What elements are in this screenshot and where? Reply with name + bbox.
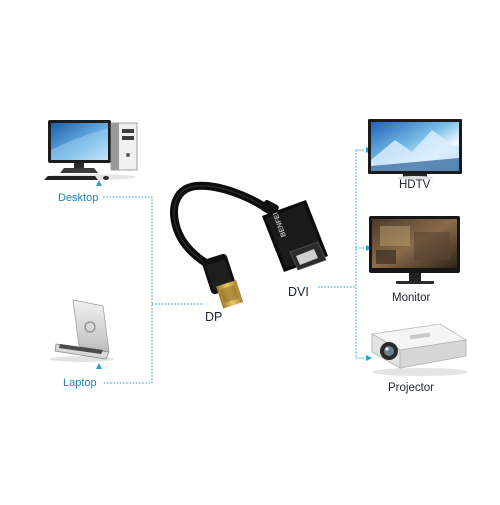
desktop-connector-line: [103, 196, 153, 384]
monitor-icon: [369, 216, 460, 284]
dp-port-label: DP: [205, 310, 223, 324]
desktop-computer-icon: [44, 120, 138, 180]
dvi-adapter-icon: [262, 200, 328, 272]
hdtv-icon: [368, 119, 462, 180]
laptop-label: Laptop: [63, 377, 97, 389]
laptop-arrow-icon: [96, 363, 102, 369]
arrow-heads: [96, 147, 372, 369]
projector-icon: [370, 323, 468, 376]
monitor-label: Monitor: [392, 292, 431, 304]
projector-label: Projector: [388, 382, 435, 394]
projector-arrow-icon: [366, 355, 372, 361]
connector-lines: [103, 149, 367, 384]
hdtv-label: HDTV: [399, 179, 431, 191]
adapter-cable: [170, 181, 279, 272]
desktop-arrow-icon: [96, 180, 102, 186]
dvi-port-label: DVI: [288, 285, 309, 299]
desktop-label: Desktop: [58, 192, 99, 204]
laptop-icon: [50, 299, 114, 362]
dp-connector-icon: [202, 253, 244, 309]
